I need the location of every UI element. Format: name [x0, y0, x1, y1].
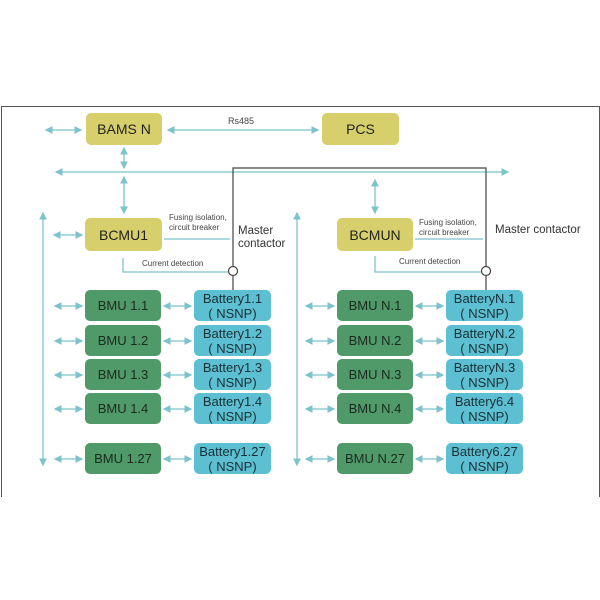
battery-label: Battery1.4 [202, 393, 263, 409]
bmu-box: BMU 1.4 [85, 393, 161, 424]
battery-type: ( NSNP) [460, 340, 509, 356]
current-sensor-2 [480, 265, 492, 277]
battery-box: Battery1.1( NSNP) [194, 290, 271, 321]
bmu-box: BMU N.4 [337, 393, 413, 424]
pcs-box: PCS [322, 113, 399, 145]
bmu-label: BMU 1.4 [97, 401, 149, 416]
battery-type: ( NSNP) [460, 374, 509, 390]
battery-label: Battery6.4 [454, 393, 515, 409]
pcs-label: PCS [346, 121, 375, 137]
battery-box: BatteryN.1( NSNP) [446, 290, 523, 321]
fusing-label-2: Fusing isolation,circuit breaker [419, 218, 477, 238]
bmu-label: BMU N.1 [348, 298, 402, 313]
contactor-text-2: contactor [238, 238, 286, 250]
battery-box: BatteryN.2( NSNP) [446, 325, 523, 356]
bcmu1-box: BCMU1 [85, 218, 162, 251]
battery-type: ( NSNP) [208, 374, 257, 390]
current-detection-label-1: Current detection [142, 259, 204, 268]
bmu-label: BMU 1.1 [97, 298, 149, 313]
bmu-label: BMU 1.27 [94, 451, 152, 466]
master-contactor-label-2: Master contactor [495, 224, 581, 236]
rs485-label: Rs485 [228, 116, 255, 126]
bams-label: BAMS N [97, 121, 151, 137]
current-detection-line-1 [122, 258, 229, 273]
current-detection-label-2: Current detection [399, 257, 461, 266]
breaker-text: circuit breaker [169, 223, 220, 232]
current-detection-line-2 [374, 256, 482, 273]
current-sensor-1 [227, 265, 239, 277]
battery-type: ( NSNP) [460, 458, 509, 474]
battery-label: Battery1.1 [202, 290, 263, 306]
bams-box: BAMS N [86, 113, 162, 145]
bmu-box: BMU 1.27 [85, 443, 161, 474]
bmu-box: BMU 1.2 [85, 325, 161, 356]
battery-box: Battery1.4( NSNP) [194, 393, 271, 424]
battery-label: Battery6.27 [451, 443, 518, 459]
bmu-box: BMU 1.1 [85, 290, 161, 321]
battery-label: BatteryN.3 [453, 359, 516, 375]
bmu-label: BMU N.3 [348, 367, 402, 382]
bcmun-label: BCMUN [349, 226, 401, 243]
battery-type: ( NSNP) [208, 305, 257, 321]
bmu-box: BMU N.2 [337, 325, 413, 356]
battery-box: Battery1.2( NSNP) [194, 325, 271, 356]
bcmun-box: BCMUN [337, 218, 413, 251]
breaker-text: circuit breaker [419, 228, 470, 237]
battery-type: ( NSNP) [208, 340, 257, 356]
bmu-box: BMU N.1 [337, 290, 413, 321]
battery-type: ( NSNP) [460, 408, 509, 424]
bmu-box: BMU N.3 [337, 359, 413, 390]
battery-type: ( NSNP) [460, 305, 509, 321]
bmu-box: BMU 1.3 [85, 359, 161, 390]
battery-box: BatteryN.3( NSNP) [446, 359, 523, 390]
bmu-label: BMU 1.3 [97, 367, 149, 382]
fusing-label-1: Fusing isolation,circuit breaker [169, 213, 227, 233]
battery-label: BatteryN.1 [453, 290, 516, 306]
battery-type: ( NSNP) [208, 458, 257, 474]
bmu-box: BMU N.27 [337, 443, 413, 474]
battery-box: Battery6.4( NSNP) [446, 393, 523, 424]
bmu-label: BMU 1.2 [97, 333, 149, 348]
battery-label: BatteryN.2 [453, 325, 516, 341]
bcmu1-label: BCMU1 [98, 226, 148, 243]
bmu-label: BMU N.2 [348, 333, 402, 348]
battery-label: Battery1.2 [202, 325, 263, 341]
fusing-text: Fusing isolation, [169, 213, 227, 222]
contactor-text: Master [238, 225, 274, 237]
battery-box: Battery1.27( NSNP) [194, 443, 271, 474]
battery-box: Battery1.3( NSNP) [194, 359, 271, 390]
bmu-label: BMU N.27 [345, 451, 405, 466]
battery-box: Battery6.27( NSNP) [446, 443, 523, 474]
battery-label: Battery1.27 [199, 443, 266, 459]
battery-type: ( NSNP) [208, 408, 257, 424]
power-line [232, 167, 487, 290]
fusing-text: Fusing isolation, [419, 218, 477, 227]
bmu-label: BMU N.4 [348, 401, 402, 416]
battery-label: Battery1.3 [202, 359, 263, 375]
